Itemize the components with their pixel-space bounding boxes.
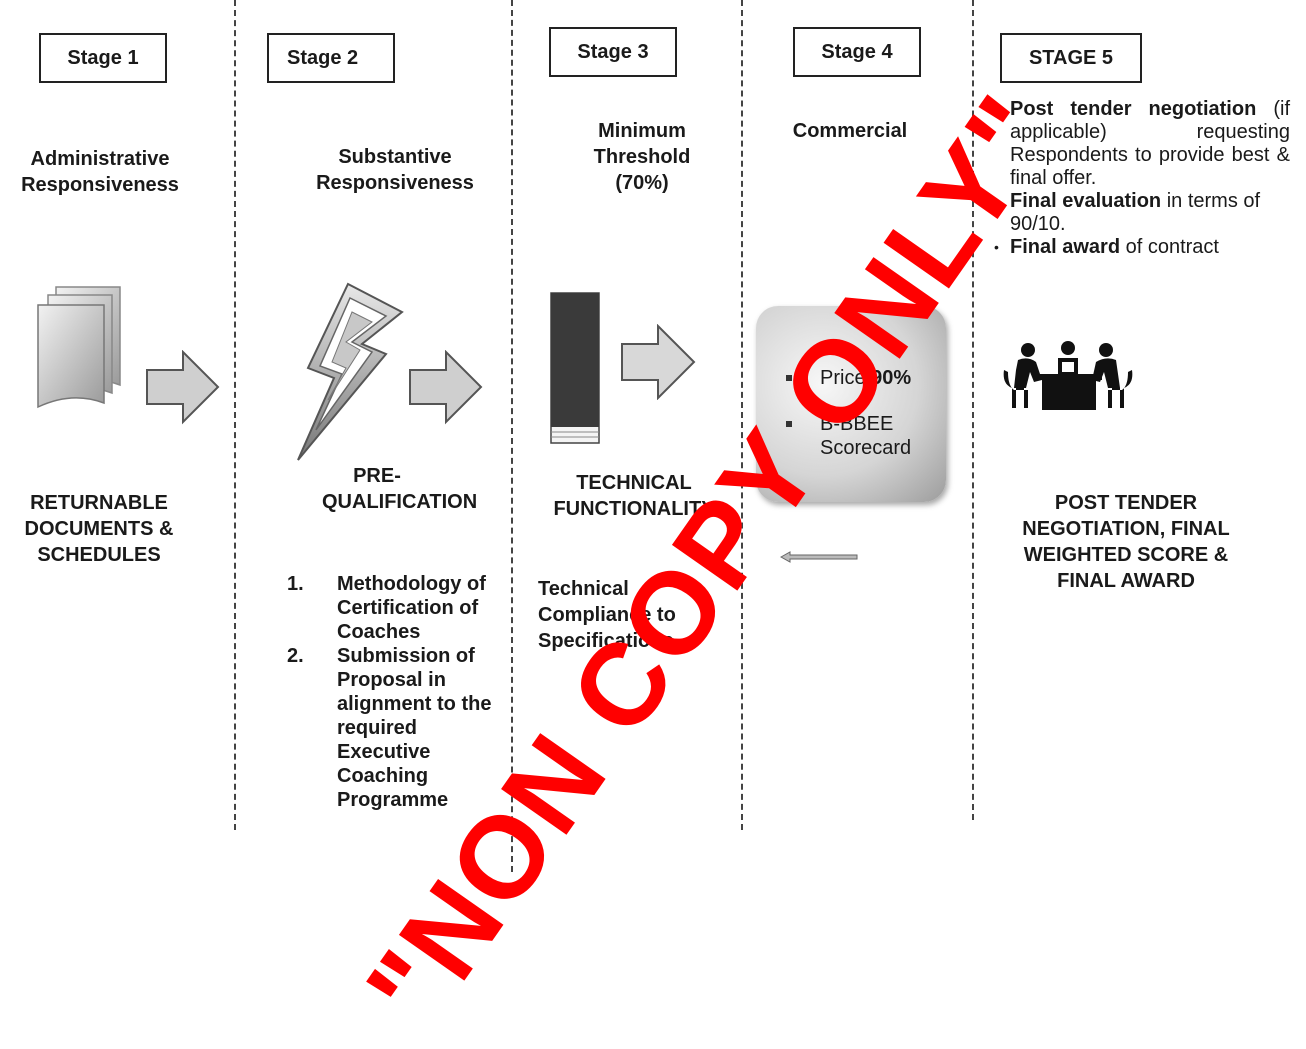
commercial-box [756,306,946,502]
stage-3-label: Stage 3 [549,27,677,77]
bullet-bold: Final award [1010,236,1121,258]
column-divider [511,0,513,872]
commercial-item-text: Price [820,367,872,389]
right-arrow-icon [408,349,483,425]
stage-5-bullets: Post tender negotiation (if applicable) … [992,98,1290,259]
stage-3-caption: TECHNICAL FUNCTIONALITY [553,472,715,520]
list-item: 1. Methodology of Certification of Coach… [287,572,509,644]
commercial-item-text: B-BBEE Scorecard [820,413,912,459]
stage-2-label: Stage 2 [267,33,395,83]
stage-3-heading: Minimum Threshold (70%) [593,120,691,194]
stage-4-label: Stage 4 [793,27,921,77]
column-divider [234,0,236,830]
stage-1-caption: RETURNABLE DOCUMENTS & SCHEDULES [24,492,174,566]
bullet-text: (if applicable) requesting Respondents t… [1010,98,1291,189]
square-bullet-icon [786,421,792,427]
stage-1-heading: Administrative Responsiveness [21,148,179,196]
commercial-item-value: 90% [871,367,912,389]
threshold-bar-icon [550,292,600,444]
stage-5-label: STAGE 5 [1000,33,1142,83]
stage-3-note: Technical Compliance to Specifications [538,578,676,652]
meeting-people-icon [1000,340,1136,410]
list-item-text: Submission of Proposal in alignment to t… [337,645,492,811]
stage-2-caption: PRE-QUALIFICATION [322,465,478,513]
commercial-item: B-BBEE Scorecard [786,412,936,460]
lightning-icon [290,282,405,462]
commercial-item: Price 90% [786,366,936,390]
watermark: "NON COPY ONLY" [341,71,1079,1049]
square-bullet-icon [786,375,792,381]
right-arrow-icon [620,323,696,401]
stage-1-label: Stage 1 [39,33,167,83]
left-arrow-icon [779,550,858,563]
bullet-text: in terms of 90/10. [1010,190,1261,235]
bullet-text: of contract [1120,236,1219,258]
stage-5-caption: POST TENDER NEGOTIATION, FINAL WEIGHTED … [1022,492,1230,592]
list-item-text: Methodology of Certification of Coaches [337,573,486,643]
list-item-number: 2. [287,645,304,667]
column-divider [741,0,743,830]
right-arrow-icon [145,349,220,425]
list-item: Final award of contract [992,236,1290,259]
stage-2-list: 1. Methodology of Certification of Coach… [287,572,509,812]
list-item-number: 1. [287,573,304,595]
stage-4-heading: Commercial [792,120,908,142]
bullet-bold: Post tender negotiation [1010,98,1257,120]
list-item: Final evaluation in terms of 90/10. [992,190,1290,236]
column-divider [972,0,974,820]
list-item: 2. Submission of Proposal in alignment t… [287,644,509,812]
list-item: Post tender negotiation (if applicable) … [992,98,1290,190]
bullet-bold: Final evaluation [1010,190,1162,212]
documents-icon [34,285,124,410]
stage-2-heading: Substantive Responsiveness [316,146,474,194]
